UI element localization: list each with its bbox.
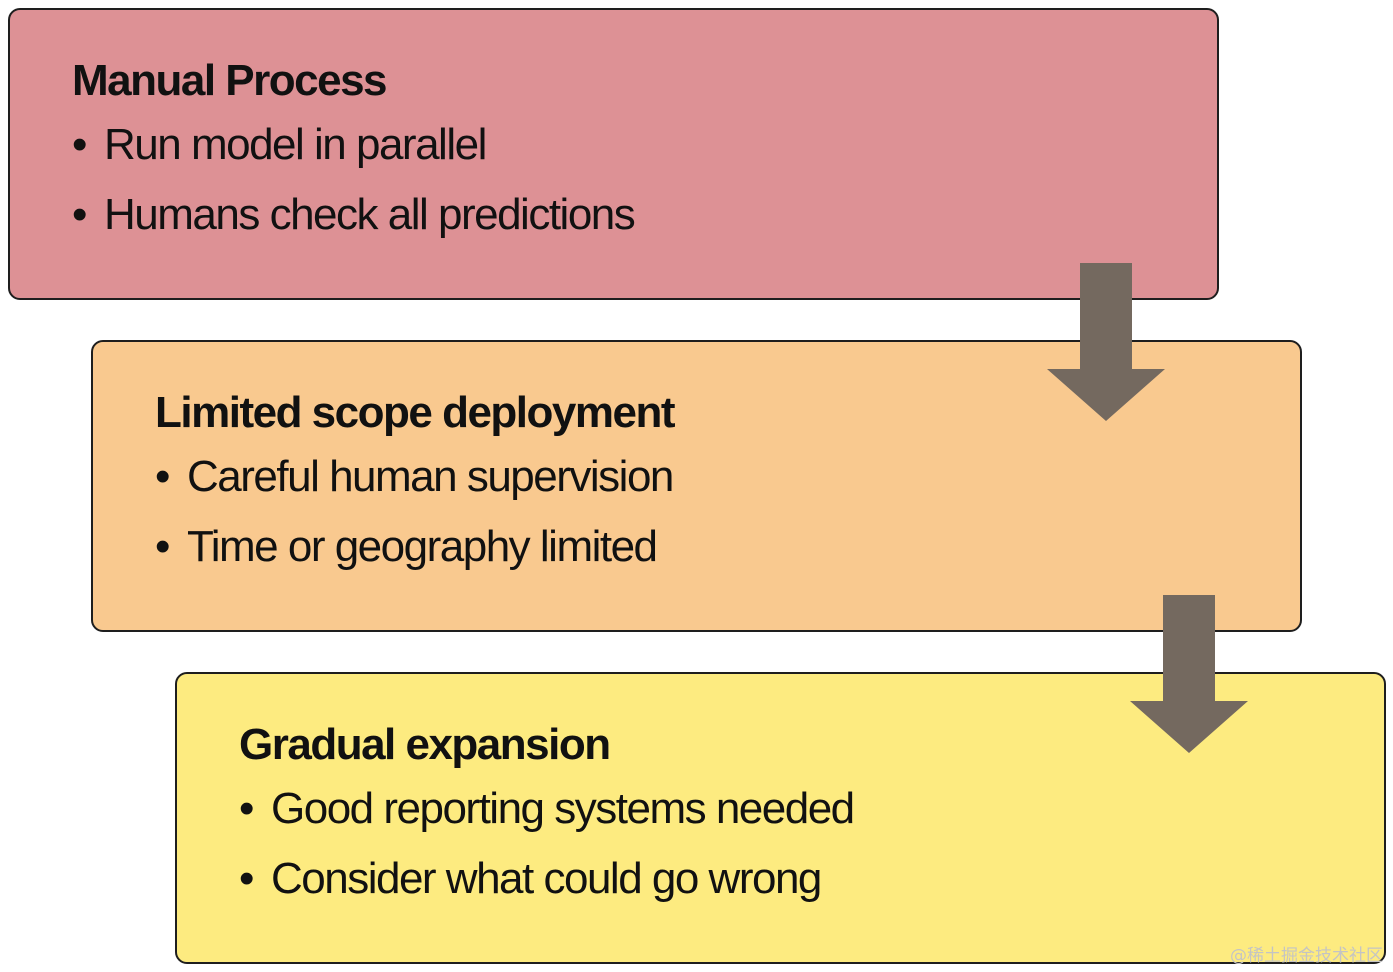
bullet-item: • Time or geography limited	[155, 512, 674, 582]
bullet-dot-icon: •	[155, 522, 170, 571]
stage-content: Gradual expansion • Good reporting syste…	[239, 716, 855, 914]
bullet-item: • Good reporting systems needed	[239, 774, 855, 844]
bullet-item: • Careful human supervision	[155, 442, 674, 512]
stage-content: Manual Process • Run model in parallel •…	[72, 52, 636, 250]
bullet-text: Run model in parallel	[104, 120, 487, 169]
stage-title: Manual Process	[72, 56, 388, 105]
bullet-list: • Run model in parallel • Humans check a…	[72, 110, 636, 250]
bullet-list: • Careful human supervision • Time or ge…	[155, 442, 674, 582]
bullet-text: Consider what could go wrong	[271, 854, 822, 903]
down-arrow-icon	[1047, 263, 1165, 421]
bullet-dot-icon: •	[239, 854, 254, 903]
bullet-list: • Good reporting systems needed • Consid…	[239, 774, 855, 914]
stage-title: Gradual expansion	[239, 720, 611, 769]
stage-box-manual-process: Manual Process • Run model in parallel •…	[8, 8, 1219, 300]
bullet-item: • Humans check all predictions	[72, 180, 636, 250]
bullet-dot-icon: •	[155, 452, 170, 501]
bullet-dot-icon: •	[72, 120, 87, 169]
stage-content: Limited scope deployment • Careful human…	[155, 384, 675, 582]
down-arrow-icon	[1130, 595, 1248, 753]
stage-title: Limited scope deployment	[155, 388, 675, 437]
bullet-text: Time or geography limited	[187, 522, 658, 571]
bullet-dot-icon: •	[72, 190, 87, 239]
bullet-item: • Run model in parallel	[72, 110, 634, 180]
watermark: @稀土掘金技术社区	[1230, 946, 1383, 966]
bullet-text: Careful human supervision	[187, 452, 674, 501]
bullet-dot-icon: •	[239, 784, 254, 833]
arrow-shape	[1130, 595, 1248, 753]
bullet-item: • Consider what could go wrong	[239, 844, 854, 914]
bullet-text: Humans check all predictions	[104, 190, 636, 239]
bullet-text: Good reporting systems needed	[271, 784, 855, 833]
arrow-shape	[1047, 263, 1165, 421]
